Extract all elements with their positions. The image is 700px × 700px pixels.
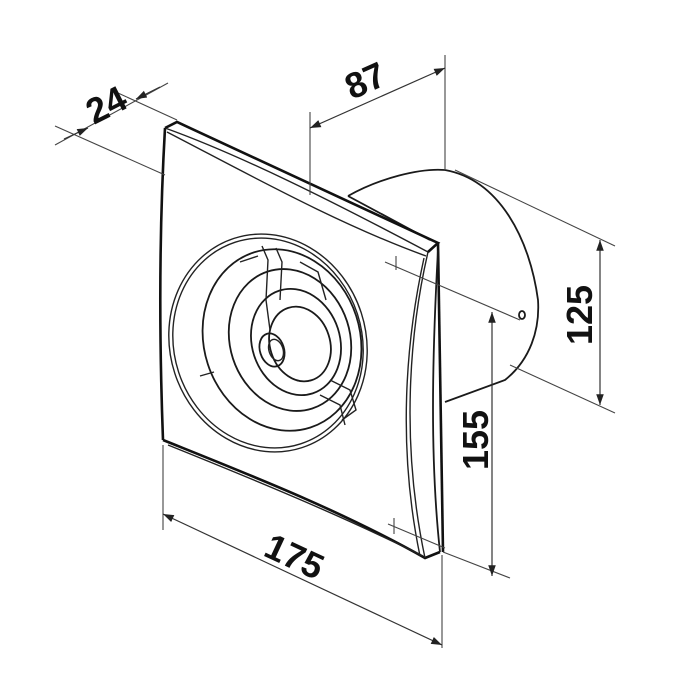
dimension-label-175: 175 [259, 525, 331, 588]
dimension-175: 175 [162, 445, 443, 648]
duct-housing [347, 168, 540, 403]
dimension-label-87: 87 [339, 54, 392, 108]
fan-grille [168, 233, 368, 453]
dimension-87: 87 [309, 54, 446, 195]
dimension-label-155: 155 [455, 410, 496, 470]
mounting-marks [384, 256, 521, 549]
dimension-155: 155 [442, 312, 511, 579]
fan-hub [258, 332, 286, 368]
screw-hole-icon [518, 310, 526, 320]
dimension-label-24: 24 [79, 77, 133, 132]
dimension-label-125: 125 [559, 285, 600, 345]
front-panel [158, 120, 445, 560]
dimension-125: 125 [454, 169, 616, 414]
dimension-24: 24 [54, 77, 178, 176]
